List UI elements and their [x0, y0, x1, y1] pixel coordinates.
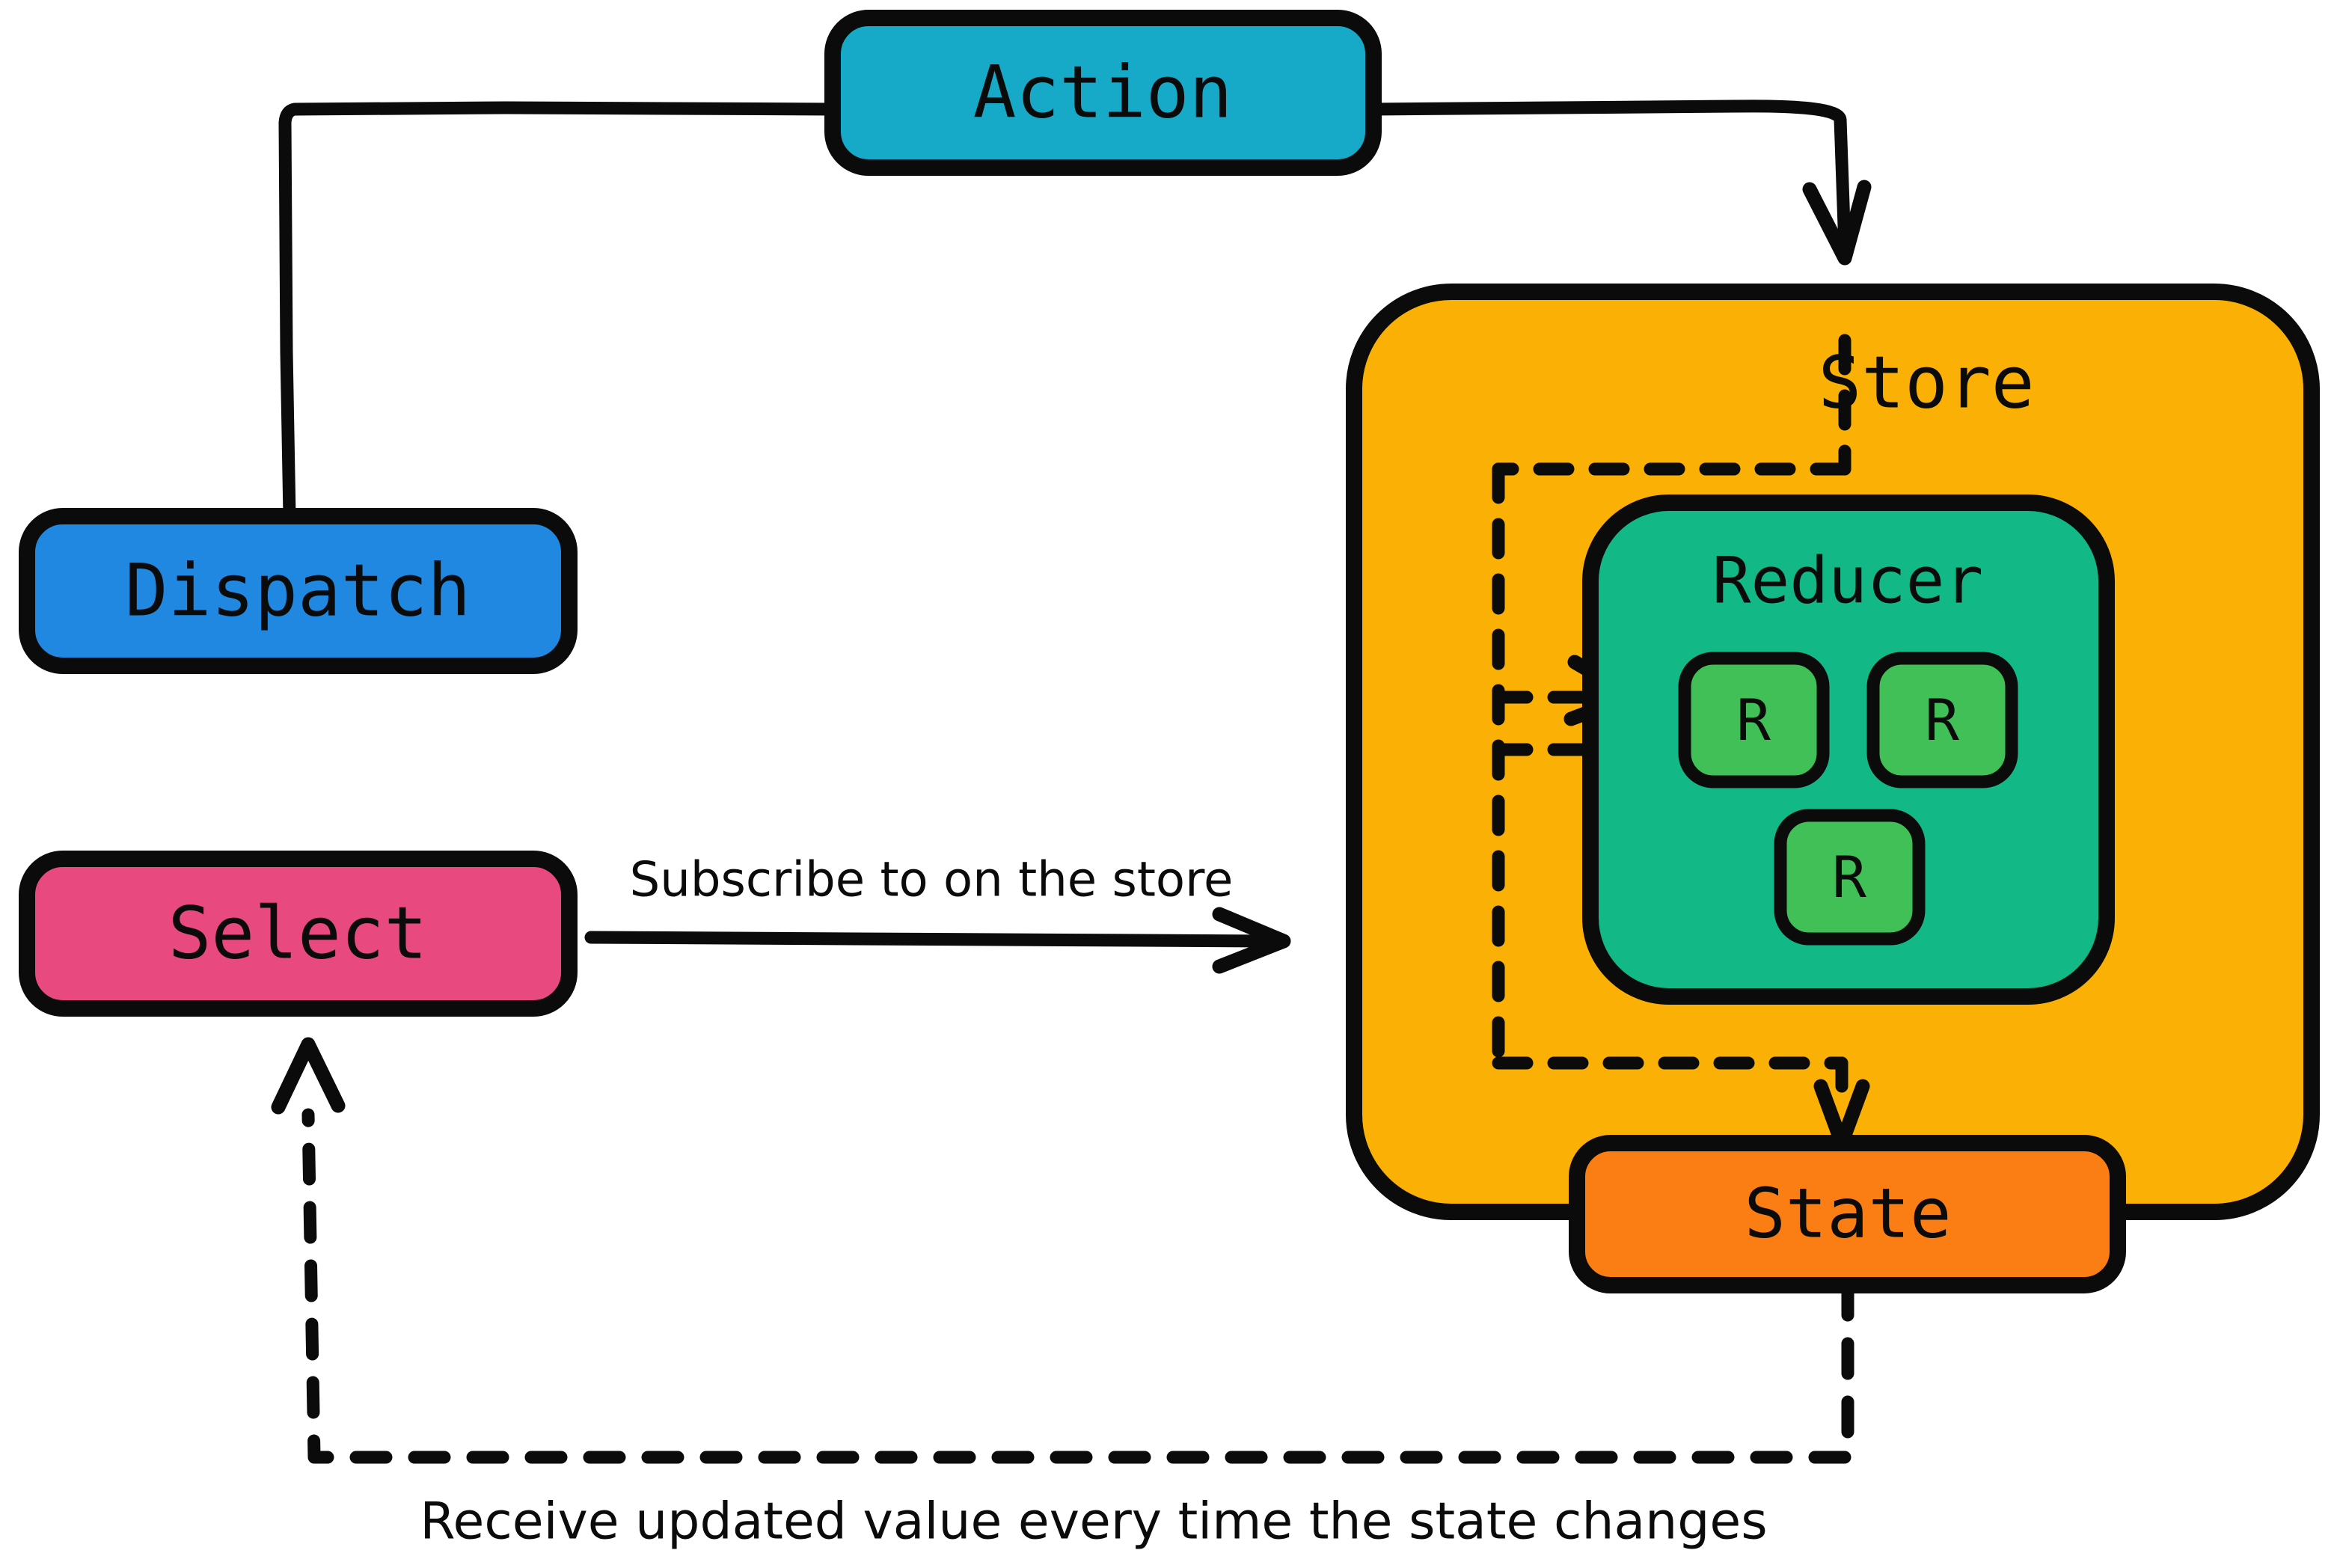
- action-label: Action: [973, 50, 1233, 134]
- state-label: State: [1745, 1173, 1952, 1253]
- reducer-chip-label: R: [1925, 687, 1959, 753]
- select-box[interactable]: [19, 851, 578, 1017]
- select-label: Select: [168, 891, 428, 975]
- store-label: Store: [1819, 340, 2035, 424]
- receive-edge-label: Receive updated value every time the sta…: [420, 1492, 1767, 1552]
- edge-state-to-select: [271, 1037, 1854, 1464]
- state-node[interactable]: State: [1569, 1135, 2126, 1293]
- dispatch-node[interactable]: Dispatch: [19, 508, 578, 674]
- reducer-child-0[interactable]: R: [1678, 652, 1830, 788]
- edge-select-to-store: [584, 907, 1291, 974]
- reducer-chip-box[interactable]: [1774, 809, 1926, 946]
- reducer-chip-label: R: [1832, 844, 1866, 910]
- action-node[interactable]: Action: [824, 10, 1382, 176]
- reducer-chip-label: R: [1736, 687, 1771, 753]
- select-node[interactable]: Select: [19, 851, 578, 1017]
- reducer-label: Reducer: [1712, 543, 1983, 618]
- dispatch-label: Dispatch: [125, 548, 471, 632]
- edge-action-to-store: [1367, 99, 1872, 266]
- reducer-chip-box[interactable]: [1678, 652, 1830, 788]
- reducer-chip-box[interactable]: [1866, 652, 2018, 788]
- dispatch-box[interactable]: [19, 508, 578, 674]
- reducer-child-1[interactable]: R: [1866, 652, 2018, 788]
- edge-action-to-dispatch: [278, 101, 839, 523]
- reducer-child-2[interactable]: R: [1774, 809, 1926, 946]
- reducer-container[interactable]: Reducer: [1582, 494, 2115, 1005]
- subscribe-edge-label: Subscribe to on the store: [630, 853, 1234, 908]
- reducer-box[interactable]: [1582, 494, 2115, 1005]
- action-box[interactable]: [824, 10, 1382, 176]
